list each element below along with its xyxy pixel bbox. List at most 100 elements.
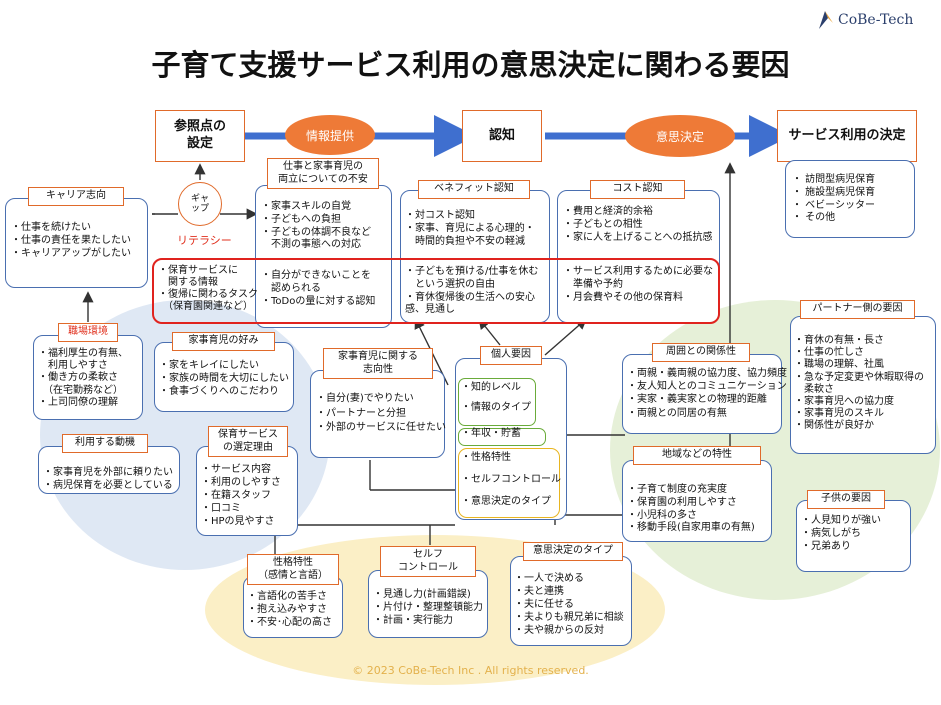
list-item: ・兄弟あり (801, 541, 851, 553)
list-item: ・人見知りが強い (801, 515, 881, 526)
worklife-items-bottom: ・自分ができないことを 認められる ・ToDoの量に対する認知 (261, 270, 375, 308)
list-item: ・家事育児への協力度 (794, 395, 894, 407)
list-item: ・セルフコントロール (461, 474, 561, 485)
motive-items: ・家事育児を外部に頼りたい ・病児保育を必要としている (43, 467, 173, 493)
list-item: ・食事づくりへのこだわり (159, 385, 279, 397)
housework-attitude-label: 家事育児に関する 志向性 (323, 348, 433, 379)
list-item: ・自分(妻)でやりたい (316, 393, 414, 404)
personal-group-income (458, 428, 546, 446)
list-item: ・働き方の柔軟さ （在宅勤務など） (38, 372, 123, 396)
list-item: ・ その他 (792, 212, 836, 224)
list-item: ・家事スキルの自覚 (261, 201, 351, 212)
list-item: ・利用のしやすさ (201, 477, 281, 488)
decision-oval-label: 意思決定 (655, 129, 704, 144)
list-item: ・福利厚生の有無、 利用しやすさ (38, 348, 128, 372)
list-item: ・両親との同居の有無 (627, 407, 727, 419)
list-item: ・家事、育児による心理的・ 時間的負担や不安の軽減 (405, 222, 535, 247)
list-item: ・夫や親からの反対 (514, 625, 604, 636)
list-item: ・病児保育を必要としている (43, 479, 173, 491)
selfcontrol-box (368, 570, 488, 638)
info-oval-label: 情報提供 (305, 128, 354, 143)
career-items: ・仕事を続けたい ・仕事の責任を果たしたい ・キャリアアップがしたい (11, 222, 131, 260)
benefit-items-top: ・対コスト認知 ・家事、育児による心理的・ 時間的負担や不安の軽減 (405, 210, 535, 248)
logo: CoBe-Tech (815, 9, 913, 31)
personal-group-traits (458, 448, 560, 518)
list-item: ・言語化の苦手さ (247, 591, 327, 602)
personal-group-intellect (458, 378, 536, 426)
list-item: ・家に人を上げることへの抵抗感 (563, 231, 713, 243)
list-item: ・不安･心配の高さ (247, 617, 332, 628)
list-item: ・ ベビーシッター (792, 199, 875, 211)
list-item: ・口コミ (201, 503, 241, 514)
career-box (5, 198, 148, 288)
list-item: ・年収・貯蓄 (461, 428, 521, 439)
list-item: ・小児科の多さ (627, 509, 697, 521)
list-item: ・抱え込みやすさ (247, 604, 327, 615)
workplace-items: ・福利厚生の有無、 利用しやすさ ・働き方の柔軟さ （在宅勤務など） ・上司同僚… (38, 348, 128, 409)
list-item: ・保育園の利用しやすさ (627, 496, 737, 508)
list-item: ・外部のサービスに任せたい (316, 422, 446, 433)
benefit-label: ベネフィット認知 (418, 180, 530, 199)
list-item: ・家事育児のスキル (794, 408, 884, 420)
list-item: ・知的レベル (461, 382, 521, 393)
surroundings-label: 周囲との関係性 (652, 343, 750, 362)
list-item: ・子どもとの相性 (563, 218, 643, 230)
housework-attitude-box (310, 370, 445, 458)
cost-box (557, 190, 720, 323)
region-items: ・子育て制度の充実度 ・保育園の利用しやすさ ・小児科の多さ ・移動手段(自家用… (627, 484, 755, 535)
decision-oval: 意思決定 (625, 115, 735, 157)
list-item: ・両親・義両親の協力度、協力頻度 (627, 368, 787, 379)
list-item: ・実家・義実家との物理的距離 (627, 394, 767, 406)
list-item: ・サービス内容 (201, 464, 271, 475)
list-item: ・復帰に関わるタスク （保育園関連など） (158, 289, 258, 312)
logo-icon (819, 11, 833, 29)
list-item: ・計画・実行能力 (373, 615, 453, 626)
list-item: ・急な予定変更や休暇取得の 柔軟さ (794, 371, 924, 395)
list-item: ・見通し力(計画錯誤) (373, 589, 471, 600)
info-items: ・保育サービスに 関する情報 ・復帰に関わるタスク （保育園関連など） (158, 265, 258, 313)
list-item: ・関係性が良好か (794, 420, 874, 432)
benefit-items-bottom: ・子どもを預ける/仕事を休む という選択の自由 ・育休復帰後の生活への安心 感、… (405, 266, 538, 317)
list-item: ・ 施設型病児保育 (792, 186, 876, 198)
child-items: ・人見知りが強い ・病気しがち ・兄弟あり (801, 514, 881, 554)
list-item: ・移動手段(自家用車の有無) (627, 522, 755, 534)
highlight-frame (152, 258, 720, 324)
list-item: ・対コスト認知 (405, 210, 475, 221)
benefit-box (400, 190, 550, 323)
housework-pref-items: ・家をキレイにしたい ・家族の時間を大切にしたい ・食事づくりへのこだわり (159, 360, 289, 398)
list-item: ・保育サービスに 関する情報 (158, 265, 238, 288)
worklife-label: 仕事と家事育児の 両立についての不安 (267, 158, 379, 189)
cost-label: コスト認知 (590, 180, 685, 199)
gap-label: ギャ ップ (190, 193, 209, 214)
personality-label: 性格特性 （感情と言語） (247, 554, 339, 585)
list-item: ・家をキレイにしたい (159, 360, 259, 371)
motive-label: 利用する動機 (62, 434, 148, 453)
list-item: ・片付け・整理整頓能力 (373, 602, 483, 613)
list-item: ・パートナーと分担 (316, 407, 406, 419)
personality-items: ・言語化の苦手さ ・抱え込みやすさ ・不安･心配の高さ (247, 590, 332, 629)
list-item: ・在籍スタッフ (201, 490, 271, 501)
list-item: ・意思決定のタイプ (461, 496, 551, 507)
career-label: キャリア志向 (28, 187, 124, 206)
list-item: ・友人知人とのコミュニケーション (627, 381, 787, 393)
list-item: ・夫に任せる (514, 599, 574, 610)
ref-point-box: 参照点の 設定 (155, 110, 245, 162)
list-item: ・性格特性 (461, 452, 511, 463)
selection-items: ・サービス内容 ・利用のしやすさ ・在籍スタッフ ・口コミ ・HPの見やすさ (201, 463, 281, 528)
service-decision-box: サービス利用の決定 (777, 110, 917, 162)
personal-items: ・知的レベル ・情報のタイプ ・年収・貯蓄 ・性格特性 ・セルフコントロール ・… (461, 382, 561, 508)
list-item: ・夫と連携 (514, 586, 564, 597)
gap-circle: ギャ ップ (178, 182, 222, 226)
decision-type-box (510, 556, 632, 646)
selection-label: 保育サービス の選定理由 (208, 426, 288, 457)
services-items: ・ 訪問型病児保育 ・ 施設型病児保育 ・ ベビーシッター ・ その他 (792, 174, 875, 225)
list-item: ・育休の有無・長さ (794, 335, 884, 346)
list-item: ・キャリアアップがしたい (11, 247, 131, 259)
list-item: ・子どもを預ける/仕事を休む という選択の自由 (405, 266, 539, 290)
surroundings-items: ・両親・義両親の協力度、協力頻度 ・友人知人とのコミュニケーション ・実家・義実… (627, 367, 787, 420)
list-item: ・病気しがち (801, 528, 861, 540)
personal-label: 個人要因 (480, 346, 542, 365)
list-item: ・月会費やその他の保育料 (563, 291, 683, 303)
region-label: 地域などの特性 (633, 446, 761, 465)
list-item: ・家族の時間を大切にしたい (159, 372, 289, 384)
